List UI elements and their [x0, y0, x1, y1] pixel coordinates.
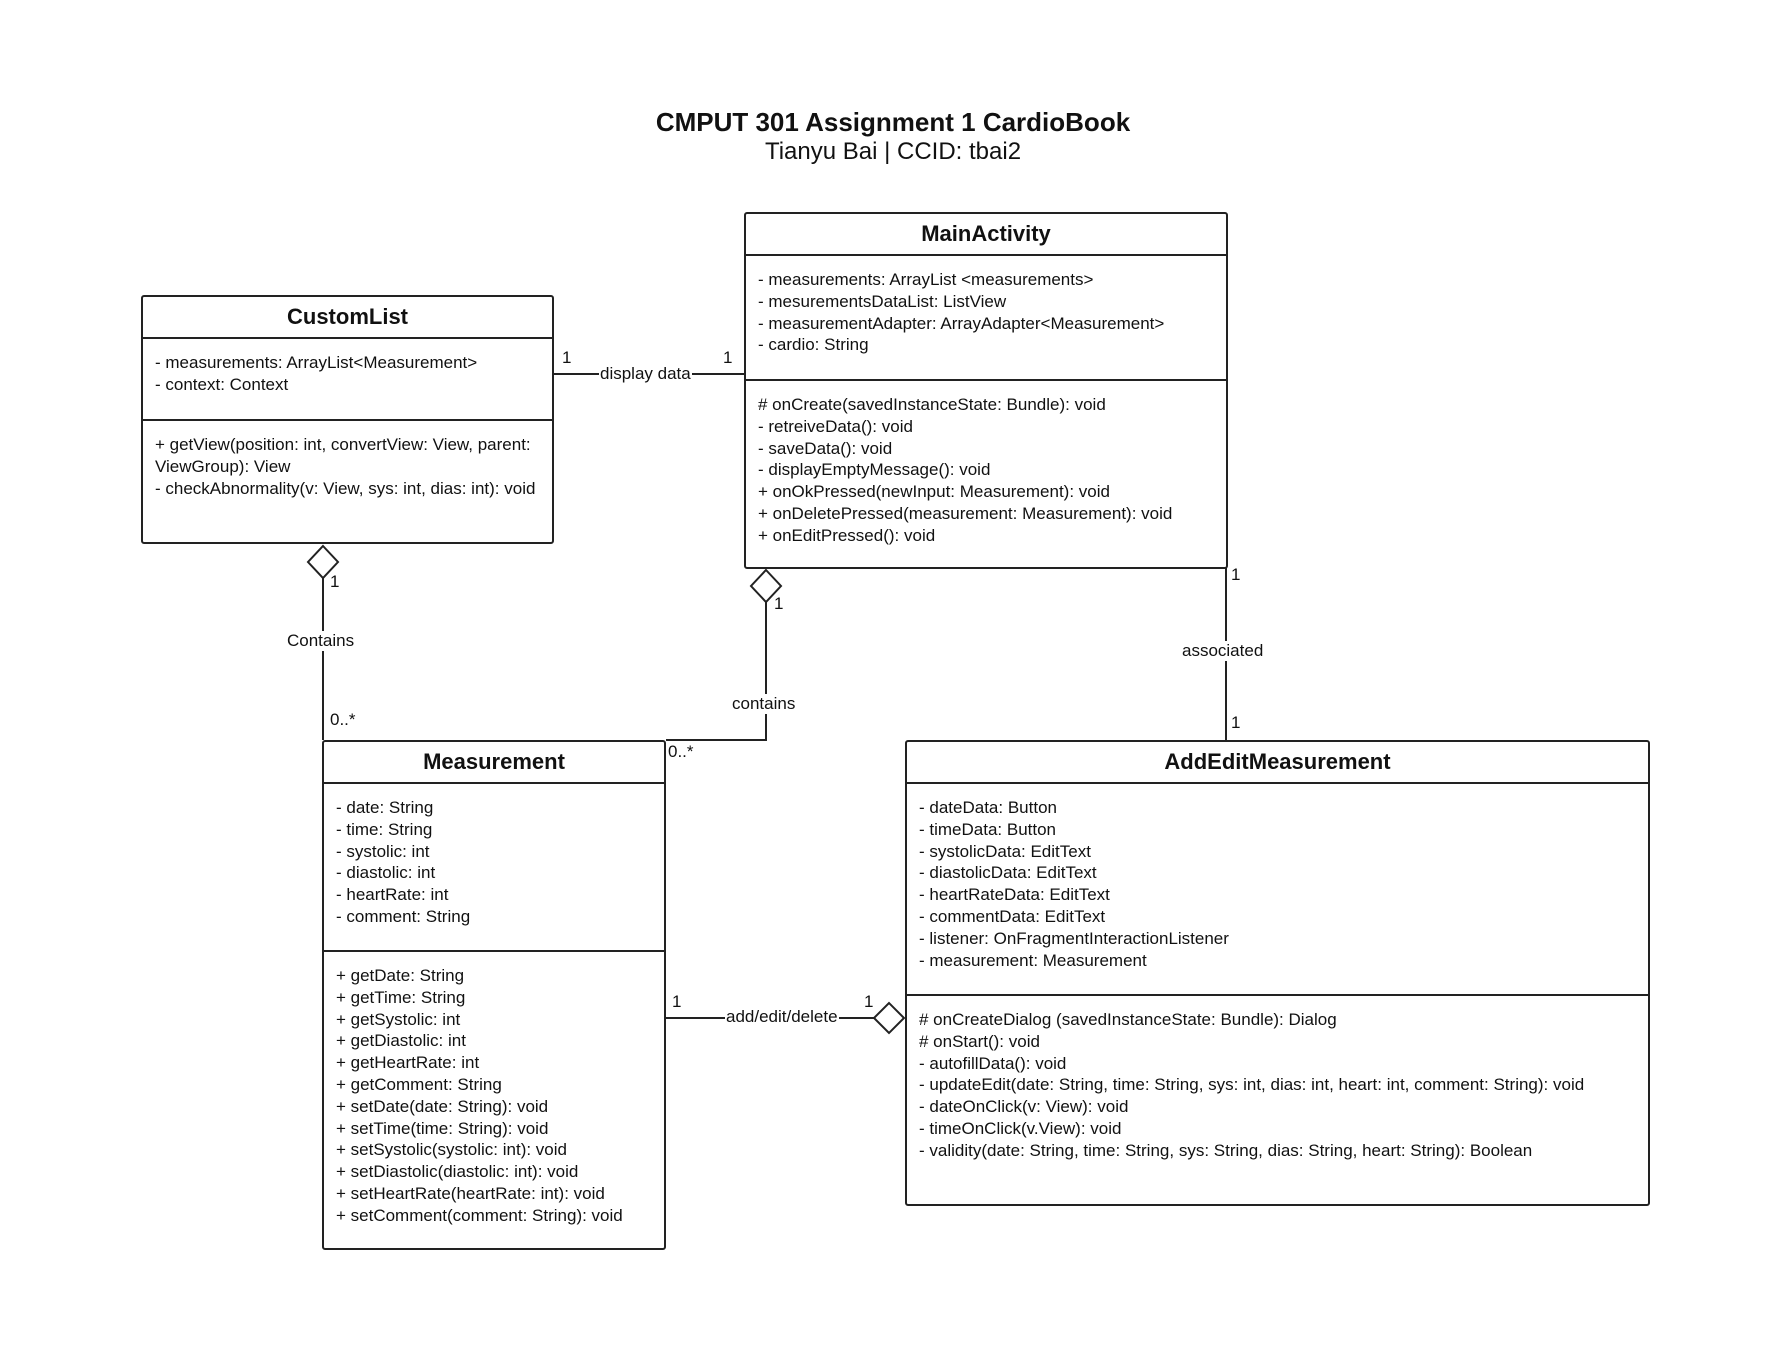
attribute: - dateData: Button	[919, 798, 1057, 817]
diagram-title: CMPUT 301 Assignment 1 CardioBook	[655, 107, 1131, 137]
method: + setTime(time: String): void	[336, 1118, 549, 1138]
attribute: - systolicData: EditText	[919, 841, 1091, 861]
associated-mult-top: 1	[1231, 565, 1241, 584]
attribute: - measurements: ArrayList<Measurement>	[155, 353, 478, 372]
method: + getDate: String	[336, 966, 465, 985]
method: + onOkPressed(newInput: Measurement): vo…	[758, 482, 1110, 502]
class-name: Measurement	[324, 742, 664, 784]
method: # onCreate(savedInstanceState: Bundle): …	[758, 395, 1106, 414]
attribute: - measurement: Measurement	[919, 950, 1147, 970]
custom-list-contains-mult-part: 0..*	[330, 710, 356, 729]
attribute: - context: Context	[155, 374, 289, 394]
attribute: - cardio: String	[758, 335, 869, 355]
method: + setSystolic(systolic: int): void	[336, 1140, 567, 1160]
method: + onEditPressed(): void	[758, 525, 936, 545]
method: - checkAbnormality(v: View, sys: int, di…	[155, 478, 536, 498]
method: - retreiveData(): void	[758, 416, 913, 436]
class-measurement: Measurement - date: String - time: Strin…	[322, 740, 666, 1250]
attributes-section: - dateData: Button - timeData: Button - …	[907, 784, 1648, 996]
main-contains-line	[666, 602, 767, 741]
method: + getSystolic: int	[336, 1009, 461, 1029]
attribute: - systolic: int	[336, 841, 430, 861]
custom-list-aggregation-diamond	[306, 544, 340, 580]
class-custom-list: CustomList - measurements: ArrayList<Mea…	[141, 295, 554, 544]
custom-list-contains-mult-owner: 1	[330, 572, 340, 591]
method: - updateEdit(date: String, time: String,…	[919, 1075, 1585, 1095]
class-name: AddEditMeasurement	[907, 742, 1648, 784]
method: + setDate(date: String): void	[336, 1096, 549, 1116]
method: - validity(date: String, time: String, s…	[919, 1140, 1533, 1160]
main-contains-mult-owner: 1	[774, 594, 784, 613]
method: + getHeartRate: int	[336, 1053, 480, 1073]
method: # onCreateDialog (savedInstanceState: Bu…	[919, 1010, 1337, 1029]
display-data-mult-right: 1	[723, 348, 733, 367]
display-data-label: display data	[599, 364, 692, 384]
display-data-mult-left: 1	[562, 348, 572, 367]
methods-section: # onCreateDialog (savedInstanceState: Bu…	[907, 996, 1648, 1162]
class-main-activity: MainActivity - measurements: ArrayList <…	[744, 212, 1228, 569]
method: - saveData(): void	[758, 438, 893, 458]
method: - autofillData(): void	[919, 1053, 1067, 1073]
method: - timeOnClick(v.View): void	[919, 1118, 1122, 1138]
methods-section: + getView(position: int, convertView: Vi…	[143, 421, 552, 499]
main-activity-aggregation-diamond	[749, 568, 783, 604]
associated-mult-bottom: 1	[1231, 713, 1241, 732]
method: # onStart(): void	[919, 1031, 1040, 1051]
method: + getTime: String	[336, 987, 466, 1007]
method: + setDiastolic(diastolic: int): void	[336, 1162, 579, 1182]
attribute: - date: String	[336, 798, 434, 817]
attribute: - listener: OnFragmentInteractionListene…	[919, 928, 1229, 948]
method: + getComment: String	[336, 1074, 502, 1094]
diagram-subtitle: Tianyu Bai | CCID: tbai2	[764, 138, 1022, 165]
method: - displayEmptyMessage(): void	[758, 460, 991, 480]
attributes-section: - measurements: ArrayList <measurements>…	[746, 256, 1226, 381]
attribute: - measurementAdapter: ArrayAdapter<Measu…	[758, 313, 1165, 333]
method: + setComment(comment: String): void	[336, 1205, 623, 1225]
attributes-section: - date: String - time: String - systolic…	[324, 784, 664, 952]
attributes-section: - measurements: ArrayList<Measurement> -…	[143, 339, 552, 421]
attribute: - time: String	[336, 819, 433, 839]
main-contains-mult-part: 0..*	[668, 742, 694, 761]
method: + setHeartRate(heartRate: int): void	[336, 1183, 605, 1203]
attribute: - mesurementsDataList: ListView	[758, 291, 1007, 311]
add-edit-delete-label: add/edit/delete	[725, 1007, 839, 1027]
method: - dateOnClick(v: View): void	[919, 1097, 1129, 1117]
method: + getView(position: int, convertView: Vi…	[155, 435, 531, 476]
custom-list-contains-label: Contains	[286, 631, 356, 651]
attribute: - diastolic: int	[336, 863, 436, 883]
attribute: - heartRate: int	[336, 885, 449, 905]
add-edit-aggregation-diamond	[872, 1001, 906, 1035]
attribute: - comment: String	[336, 906, 471, 926]
class-name: CustomList	[143, 297, 552, 339]
attribute: - diastolicData: EditText	[919, 863, 1097, 883]
methods-section: # onCreate(savedInstanceState: Bundle): …	[746, 381, 1226, 547]
attribute: - commentData: EditText	[919, 906, 1106, 926]
add-edit-delete-mult-right: 1	[864, 992, 874, 1011]
methods-section: + getDate: String + getTime: String + ge…	[324, 952, 664, 1227]
attribute: - heartRateData: EditText	[919, 885, 1110, 905]
attribute: - timeData: Button	[919, 819, 1057, 839]
add-edit-delete-mult-left: 1	[672, 992, 682, 1011]
method: + getDiastolic: int	[336, 1031, 466, 1051]
main-contains-label: contains	[731, 694, 797, 714]
attribute: - measurements: ArrayList <measurements>	[758, 270, 1094, 289]
class-add-edit-measurement: AddEditMeasurement - dateData: Button - …	[905, 740, 1650, 1206]
class-name: MainActivity	[746, 214, 1226, 256]
method: + onDeletePressed(measurement: Measureme…	[758, 503, 1173, 523]
associated-label: associated	[1181, 641, 1265, 661]
